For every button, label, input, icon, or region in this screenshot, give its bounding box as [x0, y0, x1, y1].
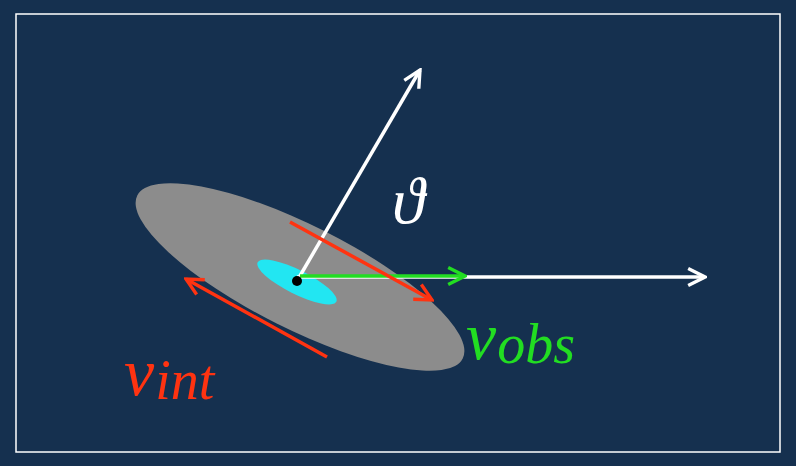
velocity-subscript: int — [155, 352, 214, 408]
galaxy-center — [292, 276, 302, 286]
velocity-subscript: obs — [497, 316, 575, 372]
frame — [16, 14, 780, 452]
velocity-symbol: v — [124, 338, 154, 406]
velocity-symbol: v — [466, 302, 496, 370]
galaxy-bulge — [252, 252, 341, 313]
angle-symbol: ϑ — [392, 168, 424, 234]
intrinsic-velocity-arrow — [186, 279, 327, 357]
line-of-sight — [297, 275, 705, 279]
